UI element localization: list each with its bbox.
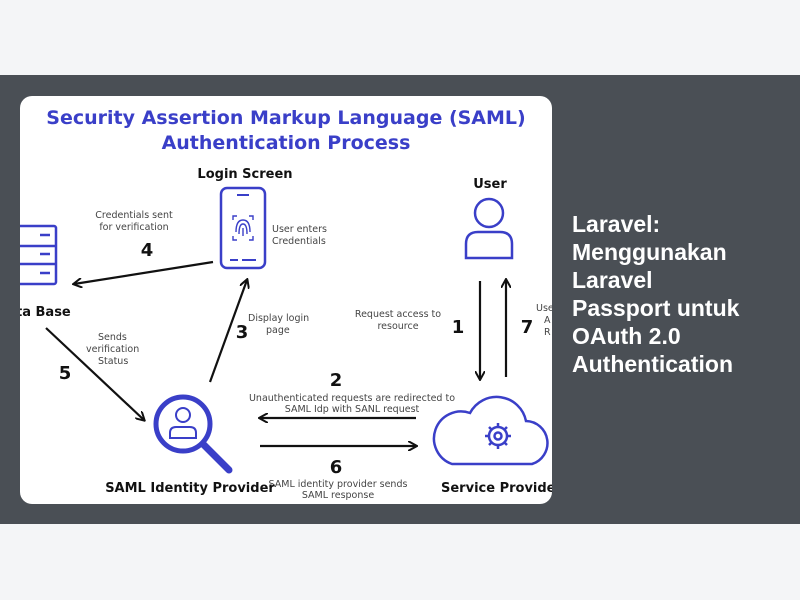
display-login-label-2: page <box>266 325 290 336</box>
sends-label-1: Sends <box>98 332 127 343</box>
arrow-verification <box>45 327 144 420</box>
database-label: ta Base <box>20 305 71 320</box>
step-5: 5 <box>59 363 72 384</box>
credentials-label-1: Credentials sent <box>95 210 173 221</box>
user-icon <box>464 197 514 260</box>
saml-idp-label: SAML Identity Provider <box>105 481 275 496</box>
unauth-label-2: SAML Idp with SANL request <box>285 404 420 415</box>
magnifier-icon <box>153 394 233 474</box>
user-access-label-2: A <box>544 315 551 326</box>
article-title-line: Laravel: <box>572 211 661 237</box>
article-title-line: Menggunakan <box>572 239 727 265</box>
fingerprint-icon <box>232 215 254 241</box>
sends-label-2: verification <box>86 344 139 355</box>
diagram-title-line2: Authentication Process <box>162 132 411 154</box>
step-4: 4 <box>141 240 154 261</box>
request-access-label-2: resource <box>377 321 418 332</box>
user-enters-label-2: Credentials <box>272 236 326 247</box>
credentials-label-2: for verification <box>99 222 168 233</box>
unauth-label-1: Unauthenticated requests are redirected … <box>249 393 455 404</box>
idp-sends-label-1: SAML identity provider sends <box>269 479 408 490</box>
request-access-label-1: Request access to <box>355 309 441 320</box>
user-enters-label-1: User enters <box>272 224 327 235</box>
user-label: User <box>473 177 507 192</box>
saml-diagram: Security Assertion Markup Language (SAML… <box>20 107 552 501</box>
idp-sends-label-2: SAML response <box>302 490 375 501</box>
cloud-gear-icon <box>432 395 549 466</box>
user-access-label-1: Use <box>536 303 552 314</box>
user-access-label-3: R <box>544 327 551 338</box>
diagram-image: Security Assertion Markup Language (SAML… <box>20 96 552 504</box>
phone-icon <box>219 186 267 270</box>
login-screen-label: Login Screen <box>197 167 292 182</box>
diagram-title-line1: Security Assertion Markup Language (SAML… <box>46 107 525 129</box>
arrow-credentials <box>74 260 214 284</box>
step-2: 2 <box>330 370 343 391</box>
sends-label-3: Status <box>98 356 128 367</box>
article-title-line: Authentication <box>572 351 733 377</box>
article-title-line: Passport untuk <box>572 295 740 321</box>
display-login-label-1: Display login <box>248 313 309 324</box>
service-provider-label: Service Provide <box>441 481 552 496</box>
article-title: Laravel: Menggunakan Laravel Passport un… <box>572 210 782 378</box>
step-1: 1 <box>452 317 465 338</box>
arrow-display-login <box>208 280 247 383</box>
database-icon <box>20 224 58 286</box>
article-title-line: Laravel <box>572 267 653 293</box>
step-6: 6 <box>330 457 343 478</box>
step-7: 7 <box>521 317 534 338</box>
article-title-line: OAuth 2.0 <box>572 323 681 349</box>
step-3: 3 <box>236 322 249 343</box>
